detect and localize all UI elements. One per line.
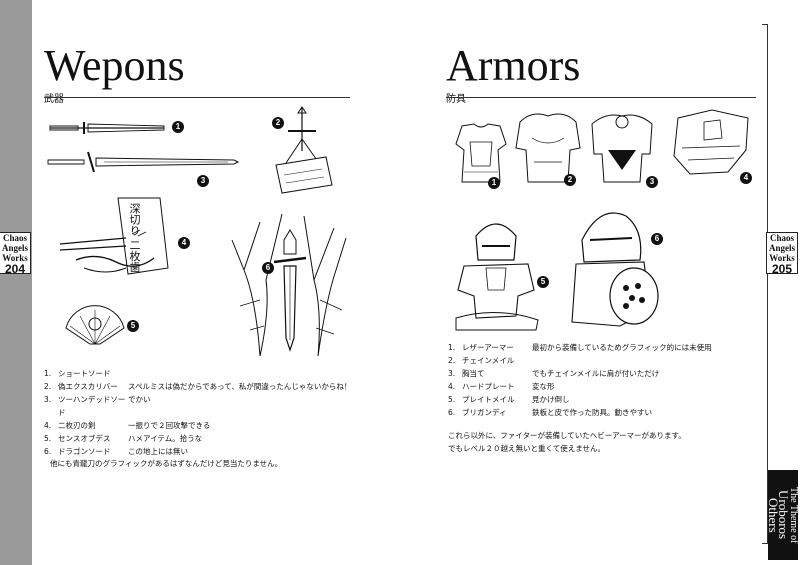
- tab-line: Chaos: [769, 233, 794, 243]
- badge-weapon-2: 2: [272, 117, 284, 129]
- page-number-left: 204: [4, 262, 26, 276]
- page-subtitle-weapons: 武器: [44, 94, 64, 105]
- page-title-armors: Armors: [446, 41, 581, 90]
- list-item: 3.胸当てでもチェインメイルに肩が付いただけ: [448, 369, 660, 378]
- double-blade-sword-illustration: [59, 197, 169, 275]
- list-item: 6.ドラゴンソードこの地上には無い: [44, 447, 188, 456]
- badge-armor-6: 6: [651, 233, 663, 245]
- list-item: 5.プレイトメイル見かけ倒し: [448, 395, 570, 404]
- sense-of-death-fan-illustration: [65, 305, 125, 345]
- page-title-weapons: Wepons: [44, 41, 185, 90]
- list-item: 2.チェインメイル: [448, 356, 515, 365]
- tab-line: Angels: [768, 243, 795, 253]
- right-margin-rule: [762, 24, 768, 544]
- fake-excalibur-illustration: [275, 106, 333, 194]
- short-sword-illustration: [49, 122, 165, 134]
- chapter-line: Uroboros: [776, 490, 791, 540]
- page-tab-right: Chaos Angels Works 205: [766, 232, 798, 276]
- badge-weapon-5: 5: [127, 320, 139, 332]
- list-item: 3.ツーハンデッドソードでかい: [44, 395, 151, 417]
- list-item: 1.ショートソード: [44, 369, 111, 378]
- armor-note: これら以外に、ファイターが装備していたヘビーアーマーがあります。 でもレベル２０…: [448, 429, 686, 455]
- tab-line: Works: [2, 253, 28, 263]
- brigandine-knight-illustration: [571, 212, 659, 327]
- note-line: でもレベル２０越え無いと重くて使えません。: [448, 444, 606, 453]
- dragon-sword-illustration: [231, 213, 347, 357]
- double-blade-sign-text: 深切り 二枚歯: [128, 203, 141, 273]
- plate-mail-knight-illustration: [455, 223, 539, 331]
- badge-weapon-3: 3: [197, 175, 209, 187]
- sign-line: 深切り: [128, 203, 141, 236]
- note-line: これら以外に、ファイターが装備していたヘビーアーマーがあります。: [448, 431, 686, 440]
- page-number-right: 205: [771, 262, 793, 276]
- page-subtitle-armors: 防具: [446, 94, 466, 105]
- badge-armor-1: 1: [488, 177, 500, 189]
- badge-weapon-6: 6: [262, 262, 274, 274]
- list-item: 4.ハードプレート変な形: [448, 382, 555, 391]
- weapon-list: 1.ショートソード 2.偽エクスカリバースペルミスは偽だからであって、私が間違っ…: [44, 367, 351, 458]
- sign-line: 二枚歯: [128, 239, 141, 273]
- chapter-tab: The Theme of Uroboros Others: [766, 470, 799, 560]
- list-item: 4.二枚刃の剣一振りで２回攻撃できる: [44, 421, 211, 430]
- hard-plate-illustration: [673, 109, 749, 175]
- tab-line: Works: [769, 253, 795, 263]
- weapon-note: 他にも青龍刀のグラフィックがあるはずなんだけど見当たりません。: [50, 459, 283, 468]
- list-item: 6.ブリガンディ鉄板と皮で作った防具。動きやすい: [448, 408, 652, 417]
- leather-armor-illustration: [455, 123, 507, 183]
- chapter-line: The Theme of: [788, 486, 799, 544]
- badge-armor-4: 4: [740, 172, 752, 184]
- list-item: 1.レザーアーマー最初から装備しているためグラフィック的には未使用: [448, 343, 712, 352]
- page-tab-left: Chaos Angels Works 204: [0, 232, 31, 276]
- list-item: 2.偽エクスカリバースペルミスは偽だからであって、私が間違ったんじゃないからね！: [44, 382, 352, 391]
- title-rule-left: [44, 97, 350, 98]
- badge-armor-2: 2: [564, 174, 576, 186]
- list-item: 5.センスオブデスハメアイテム。拾うな: [44, 434, 203, 443]
- chain-mail-illustration: [515, 113, 581, 183]
- title-rule-right: [446, 97, 756, 98]
- badge-weapon-1: 1: [172, 121, 184, 133]
- chapter-line: Others: [766, 497, 781, 533]
- two-handed-sword-illustration: [47, 151, 240, 173]
- badge-weapon-4: 4: [178, 237, 190, 249]
- tab-line: Angels: [1, 243, 28, 253]
- breastplate-illustration: [591, 114, 653, 183]
- chapter-label: The Theme of Uroboros Others: [766, 486, 799, 544]
- badge-armor-3: 3: [646, 176, 658, 188]
- armor-list: 1.レザーアーマー最初から装備しているためグラフィック的には未使用 2.チェイン…: [448, 341, 712, 419]
- left-gutter: [0, 0, 32, 565]
- badge-armor-5: 5: [537, 276, 549, 288]
- tab-line: Chaos: [2, 233, 27, 243]
